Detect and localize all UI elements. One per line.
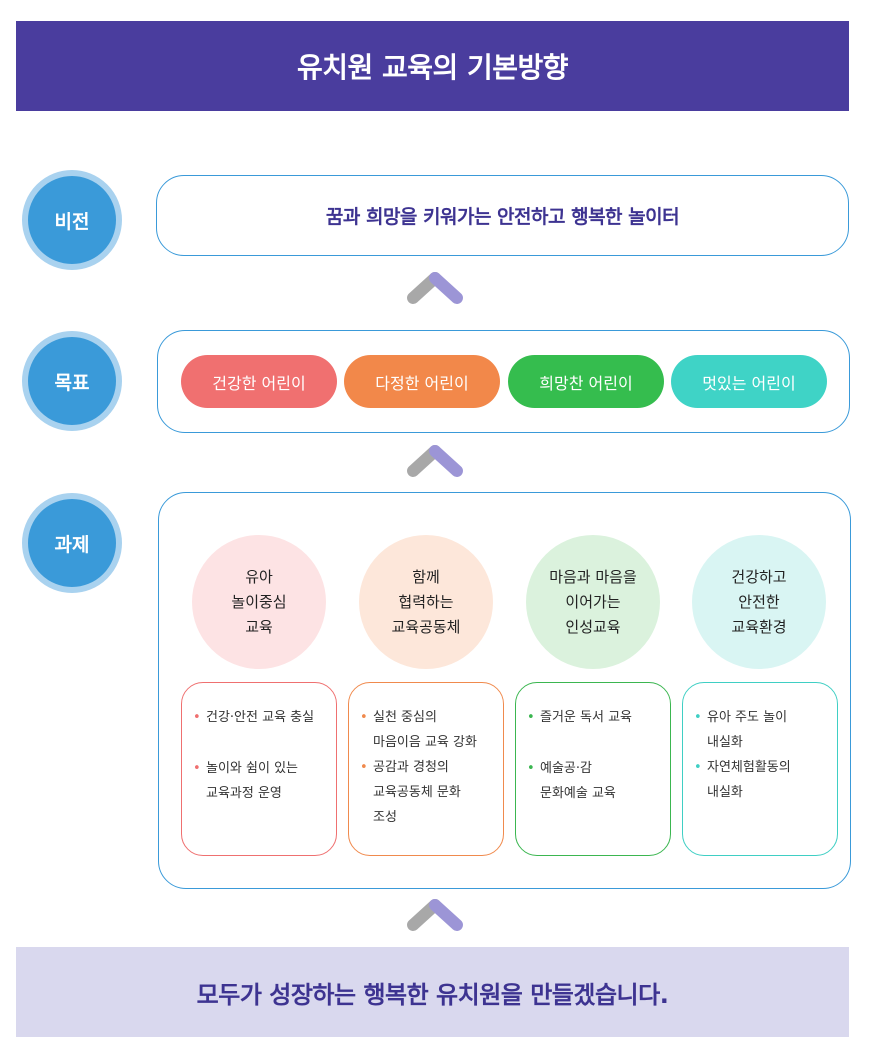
task-bullet-line: 교육과정 운영 [206, 786, 282, 801]
bullet-dot-icon: • [694, 760, 702, 775]
task-bullet-line: 유아 주도 놀이 [707, 710, 788, 725]
bullet-dot-icon: • [527, 710, 535, 725]
page-title: 유치원 교육의 기본방향 [16, 21, 849, 111]
goal-box: 건강한 어린이 다정한 어린이 희망찬 어린이 멋있는 어린이 [157, 330, 850, 433]
task-bullet: • 즐거운 독서 교육 [526, 705, 662, 730]
task-circle-line: 인성교육 [565, 617, 621, 636]
task-bullet-line: 교육공동체 문화 [373, 785, 461, 800]
up-arrow-icon [407, 272, 463, 304]
up-arrow-icon [407, 445, 463, 477]
bullet-dot-icon: • [193, 761, 201, 776]
task-circle-line: 유아 [245, 567, 273, 586]
vision-label-circle: 비전 [22, 170, 122, 270]
task-bullet-line: 자연체험활동의 [707, 760, 791, 775]
task-bullet-line: 건강·안전 교육 충실 [206, 710, 315, 725]
task-bullet-line: 예술공·감 [540, 761, 592, 776]
up-arrow-icon [407, 899, 463, 931]
task-circle-line: 이어가는 [565, 592, 621, 611]
bullet-dot-icon: • [527, 761, 535, 776]
task-bullet-line: 내실화 [707, 735, 743, 750]
task-bullet-line: 공감과 경청의 [373, 760, 449, 775]
goal-pill: 멋있는 어린이 [671, 355, 827, 408]
bullet-dot-icon: • [193, 710, 201, 725]
task-bullet-line: 조성 [373, 810, 397, 825]
task-bullet-line: 내실화 [707, 785, 743, 800]
task-circle-line: 교육환경 [731, 617, 787, 636]
task-bullet-line: 놀이와 쉼이 있는 [206, 761, 298, 776]
bottom-slogan: 모두가 성장하는 행복한 유치원을 만들겠습니다. [16, 947, 849, 1037]
goal-pill: 건강한 어린이 [181, 355, 337, 408]
goal-pill: 희망찬 어린이 [508, 355, 664, 408]
task-bullet-line: 실천 중심의 [373, 710, 437, 725]
task-bullet-line: 문화예술 교육 [540, 786, 616, 801]
goal-label-circle: 목표 [22, 331, 122, 431]
task-circle-line: 교육 [245, 617, 273, 636]
task-bullet-line: 마음이음 교육 강화 [373, 735, 477, 750]
task-circle-line: 교육공동체 [391, 617, 461, 636]
task-circle-line: 안전한 [738, 592, 780, 611]
task-bullet-line: 즐거운 독서 교육 [540, 710, 632, 725]
vision-box: 꿈과 희망을 키워가는 안전하고 행복한 놀이터 [156, 175, 849, 256]
goal-pill: 다정한 어린이 [344, 355, 500, 408]
task-label-circle: 과제 [22, 493, 122, 593]
task-circle-line: 협력하는 [398, 592, 454, 611]
bullet-dot-icon: • [694, 710, 702, 725]
task-circle-line: 함께 [412, 567, 440, 586]
bullet-dot-icon: • [360, 760, 368, 775]
task-bullet: • 건강·안전 교육 충실 [192, 705, 328, 730]
task-circle-line: 마음과 마음을 [549, 567, 637, 586]
bullet-dot-icon: • [360, 710, 368, 725]
task-circle-line: 놀이중심 [231, 592, 287, 611]
task-circle-line: 건강하고 [731, 567, 787, 586]
